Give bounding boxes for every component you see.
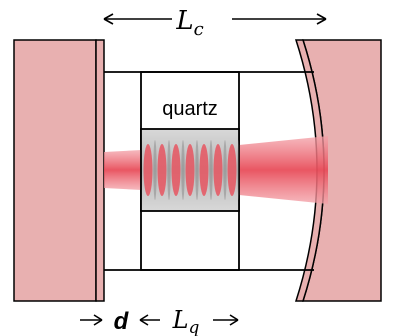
standing-wave-node bbox=[223, 140, 227, 200]
laser-beam-right bbox=[239, 136, 328, 204]
gap-label: d bbox=[114, 308, 130, 335]
quartz-length-subscript: q bbox=[189, 318, 200, 336]
standing-wave-pattern bbox=[143, 140, 239, 200]
right-mirror-coating bbox=[294, 39, 325, 302]
standing-wave-fringe bbox=[157, 144, 167, 196]
standing-wave-node bbox=[195, 140, 199, 200]
left-mirror-substrate bbox=[13, 39, 97, 302]
standing-wave-node bbox=[237, 140, 239, 200]
standing-wave-node bbox=[153, 140, 157, 200]
standing-wave-fringe bbox=[227, 144, 237, 196]
standing-wave-fringe bbox=[185, 144, 195, 196]
standing-wave-node bbox=[181, 140, 185, 200]
standing-wave-fringe bbox=[199, 144, 209, 196]
cavity-length-annotation: Lc bbox=[103, 6, 327, 40]
cavity-length-label: Lc bbox=[175, 6, 203, 40]
bottom-dimension-annotation: d Lq bbox=[80, 306, 239, 336]
standing-wave-fringe bbox=[213, 144, 223, 196]
standing-wave-node bbox=[209, 140, 213, 200]
standing-wave-fringe bbox=[143, 144, 153, 196]
left-mirror-coating bbox=[95, 39, 105, 302]
quartz-length-label: Lq bbox=[172, 306, 200, 336]
laser-beam-left bbox=[104, 150, 141, 190]
quartz-label: quartz bbox=[162, 98, 218, 120]
standing-wave-fringe bbox=[171, 144, 181, 196]
standing-wave-node bbox=[167, 140, 171, 200]
cavity-length-subscript: c bbox=[194, 19, 204, 40]
